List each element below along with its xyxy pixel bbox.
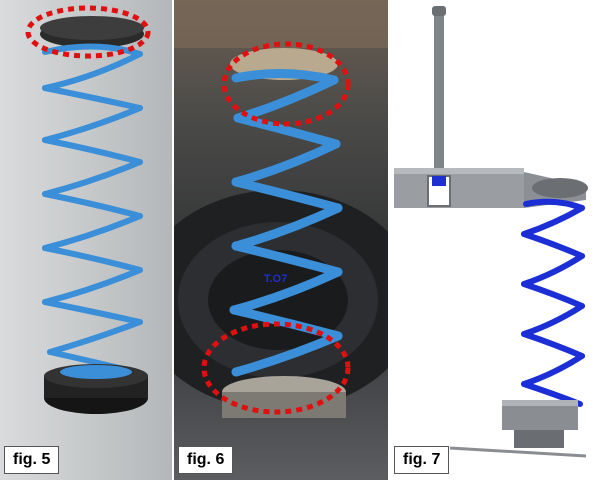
fig-6-photo: T.O7 (174, 0, 388, 480)
fig-6-label: fig. 6 (178, 446, 234, 474)
highlight-ellipse-lower (201, 321, 351, 415)
highlight-ellipse-upper (221, 41, 351, 127)
fig-7-label: fig. 7 (394, 446, 450, 474)
shock-rod (434, 8, 444, 188)
lower-seat (502, 404, 578, 430)
highlight-ellipse-top (25, 5, 151, 59)
fig-5-label: fig. 5 (4, 446, 60, 474)
fig-7-panel: fig. 7 (390, 0, 600, 480)
spring-coils (229, 69, 343, 377)
fig-7-diagram (390, 0, 600, 480)
fig-6-panel: T.O7 fig. 6 (174, 0, 388, 480)
spring-coils (521, 198, 585, 407)
spring-marking: T.O7 (264, 273, 287, 285)
fig-5-panel: fig. 5 (0, 0, 172, 480)
fig-5-photo (0, 0, 172, 480)
mounting-arm (394, 168, 588, 208)
